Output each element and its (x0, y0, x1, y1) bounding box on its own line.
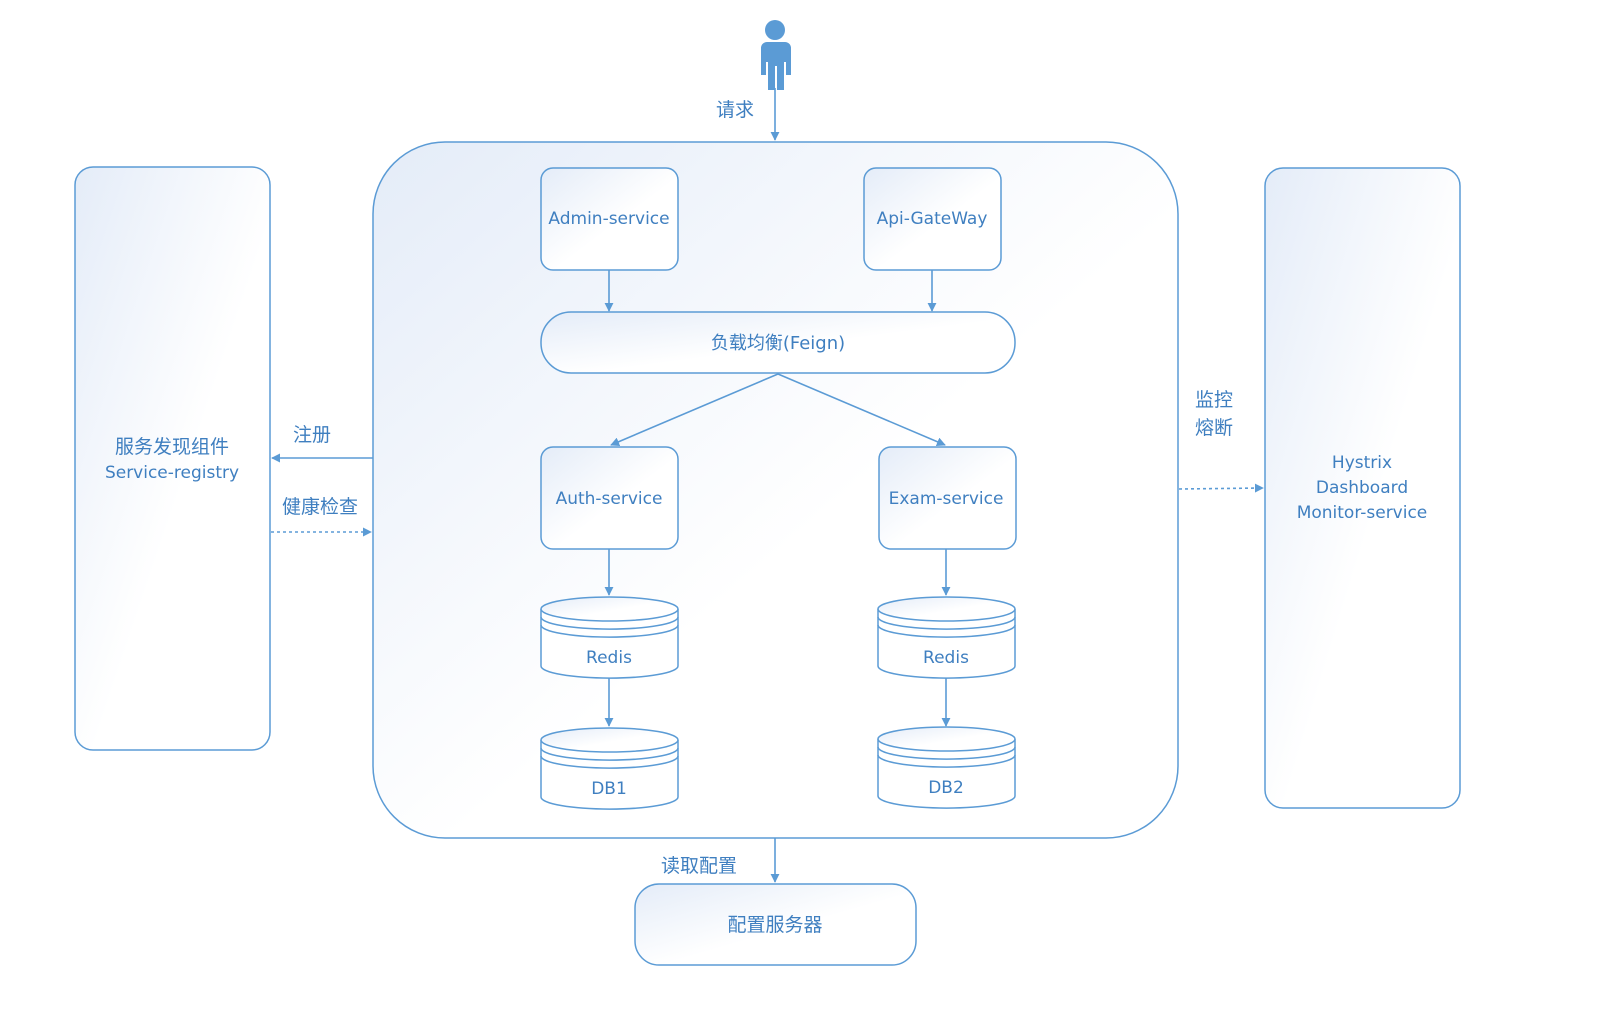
admin-service-label: Admin-service (548, 209, 669, 229)
service-registry-title: 服务发现组件 (115, 436, 229, 458)
services-container (372, 141, 1179, 839)
hystrix-label: Hystrix (1332, 453, 1392, 473)
health-check-label: 健康检查 (282, 496, 358, 518)
hystrix-dashboard-box[interactable] (1264, 167, 1461, 809)
config-server-label: 配置服务器 (727, 914, 822, 936)
lb-to-auth-arrow (610, 373, 779, 446)
redis-right-cylinder[interactable] (877, 596, 1016, 679)
monitor-arrow (1178, 483, 1264, 493)
api-gateway-label: Api-GateWay (877, 209, 988, 229)
service-registry-subtitle: Service-registry (105, 463, 239, 483)
circuit-breaker-label: 熔断 (1195, 417, 1233, 439)
exam-service-label: Exam-service (889, 489, 1004, 509)
redis-right-label: Redis (923, 648, 969, 668)
monitor-label: 监控 (1195, 389, 1233, 411)
exam-service-box[interactable] (878, 446, 1017, 550)
db2-cylinder[interactable] (877, 726, 1016, 809)
redis-left-cylinder[interactable] (540, 596, 679, 679)
register-label: 注册 (293, 424, 331, 446)
auth-service-label: Auth-service (556, 489, 663, 509)
monitor-service-label: Monitor-service (1297, 503, 1428, 523)
config-server-box[interactable] (634, 883, 917, 966)
read-config-label: 读取配置 (661, 855, 737, 877)
db2-label: DB2 (928, 778, 964, 798)
redis-left-label: Redis (586, 648, 632, 668)
db1-label: DB1 (591, 779, 627, 799)
service-registry-box[interactable] (74, 166, 271, 751)
request-label: 请求 (716, 99, 754, 121)
load-balancer-box[interactable] (540, 311, 1016, 374)
dashboard-label: Dashboard (1316, 478, 1408, 498)
lb-to-exam-arrow (777, 373, 946, 446)
user-icon (761, 20, 791, 90)
db1-cylinder[interactable] (540, 727, 679, 810)
load-balancer-label: 负载均衡(Feign) (711, 333, 845, 354)
